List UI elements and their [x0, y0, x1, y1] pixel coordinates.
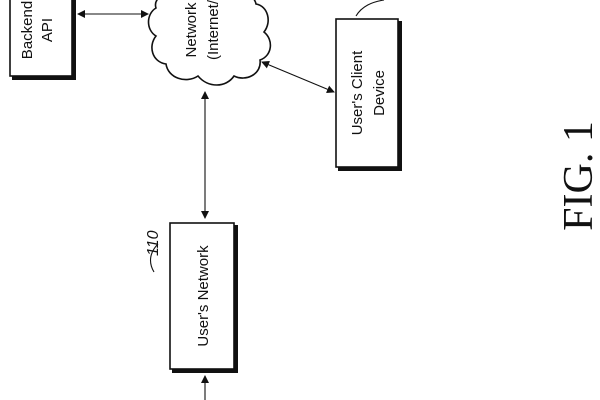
- client-device-label-line-2: Device: [371, 70, 388, 116]
- backend-api-label-line-2: API: [39, 18, 56, 42]
- network-cloud: Network (Internet/: [147, 0, 272, 86]
- cropped-reference-leader: [355, 0, 385, 17]
- figure-label: FIG. 1: [556, 121, 600, 231]
- reference-numeral-110: 110: [145, 230, 162, 256]
- backend-api-box: Backend API: [9, 0, 76, 80]
- users-network-box: User's Network: [169, 222, 238, 373]
- network-label-line-1: Network: [183, 2, 200, 58]
- client-device-label-line-1: User's Client: [349, 50, 366, 135]
- reference-110-leader: [149, 243, 159, 273]
- users-network-label: User's Network: [195, 245, 212, 347]
- backend-api-label-line-1: Backend: [19, 1, 36, 59]
- network-label-line-2: (Internet/: [205, 0, 222, 60]
- network-to-client-connector: [261, 61, 335, 93]
- users-client-device-box: User's Client Device: [335, 18, 402, 171]
